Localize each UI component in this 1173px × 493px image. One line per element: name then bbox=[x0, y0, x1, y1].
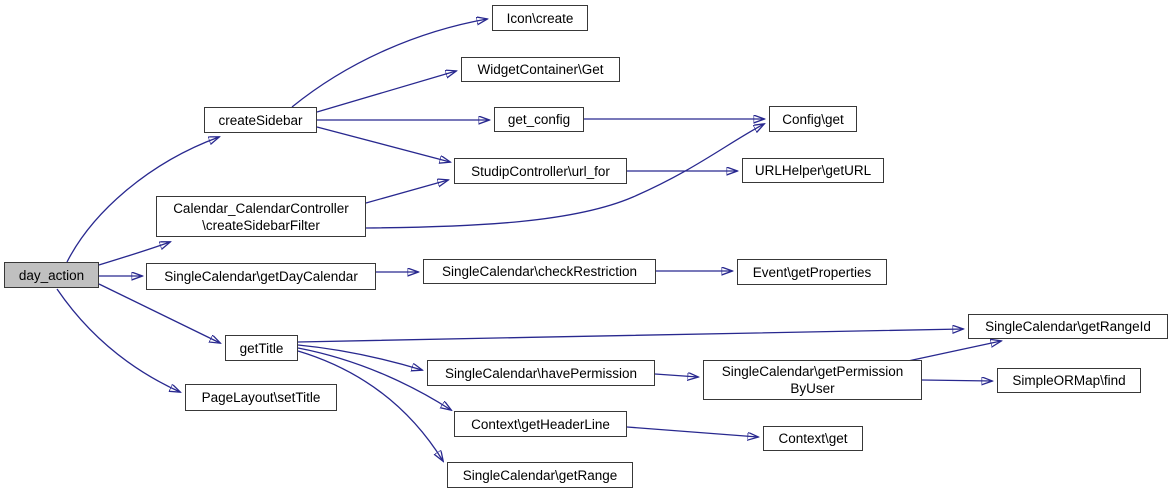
node-widget-container-get[interactable]: WidgetContainer\Get bbox=[461, 57, 620, 82]
node-get-day-calendar[interactable]: SingleCalendar\getDayCalendar bbox=[146, 263, 376, 290]
node-check-restriction[interactable]: SingleCalendar\checkRestriction bbox=[423, 259, 656, 284]
node-day-action: day_action bbox=[4, 262, 99, 288]
edge-permission-by-user-to-simple-ormap bbox=[921, 380, 992, 381]
edge-get-title-to-get-range bbox=[297, 350, 443, 461]
node-get-title[interactable]: getTitle bbox=[225, 335, 298, 361]
node-context-get[interactable]: Context\get bbox=[763, 426, 863, 451]
edge-get-title-to-get-range-id bbox=[297, 329, 963, 343]
edge-day-action-to-set-title bbox=[56, 288, 180, 392]
node-config-get[interactable]: Config\get bbox=[769, 106, 857, 132]
edge-day-action-to-get-title bbox=[98, 283, 220, 343]
node-get-permission-by-user[interactable]: SingleCalendar\getPermission ByUser bbox=[703, 360, 922, 400]
edge-create-sidebar-to-icon-create bbox=[291, 19, 487, 108]
node-get-config[interactable]: get_config bbox=[494, 107, 584, 132]
node-url-helper-get-url[interactable]: URLHelper\getURL bbox=[742, 158, 884, 183]
node-have-permission[interactable]: SingleCalendar\havePermission bbox=[427, 360, 655, 386]
node-create-sidebar[interactable]: createSidebar bbox=[204, 107, 317, 133]
node-icon-create[interactable]: Icon\create bbox=[492, 5, 588, 31]
node-simple-ormap-find[interactable]: SimpleORMap\find bbox=[997, 368, 1141, 393]
edge-day-action-to-create-sidebar-filter bbox=[98, 242, 170, 266]
node-get-range-id[interactable]: SingleCalendar\getRangeId bbox=[968, 314, 1168, 339]
edge-sidebar-filter-to-config-get bbox=[365, 124, 764, 229]
edge-permission-by-user-to-get-range-id bbox=[907, 341, 1001, 362]
edge-sidebar-filter-to-url-for bbox=[365, 180, 448, 204]
node-get-header-line[interactable]: Context\getHeaderLine bbox=[454, 411, 627, 437]
edge-get-title-to-get-header-line bbox=[297, 347, 451, 410]
node-create-sidebar-filter[interactable]: Calendar_CalendarController \createSideb… bbox=[156, 196, 366, 237]
edge-day-action-to-create-sidebar bbox=[66, 137, 219, 263]
node-event-get-properties[interactable]: Event\getProperties bbox=[737, 259, 887, 285]
edge-get-header-line-to-context-get bbox=[626, 426, 758, 437]
edge-create-sidebar-to-widget-container bbox=[316, 71, 456, 113]
node-studip-controller-url-for[interactable]: StudipController\url_for bbox=[454, 158, 627, 184]
edge-have-permission-to-permission-by-user bbox=[654, 374, 698, 377]
node-get-range[interactable]: SingleCalendar\getRange bbox=[447, 462, 633, 488]
edge-get-title-to-have-permission bbox=[297, 344, 422, 370]
node-page-layout-set-title[interactable]: PageLayout\setTitle bbox=[185, 384, 337, 411]
edge-create-sidebar-to-url-for bbox=[316, 126, 450, 162]
